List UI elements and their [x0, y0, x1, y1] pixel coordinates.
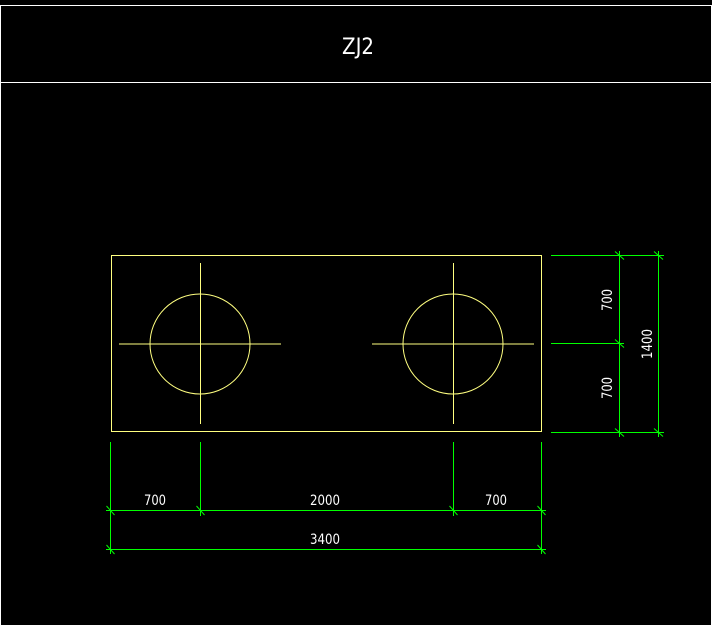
horizontal-dimensions — [106, 442, 546, 555]
pile-cap-outline — [111, 255, 542, 432]
v-tick — [614, 428, 625, 437]
v-tick — [614, 339, 625, 348]
h-tick — [106, 544, 115, 555]
v-tick — [653, 428, 664, 437]
h-dim-text-2: 2000 — [310, 493, 340, 509]
h-tick — [449, 505, 458, 516]
v-dim-text-1: 700 — [600, 289, 616, 311]
vertical-dimensions — [551, 251, 664, 437]
title-frame — [0, 5, 712, 625]
v-tick — [653, 251, 664, 260]
v-tick — [614, 251, 625, 260]
pile-right — [372, 263, 534, 424]
v-dim-text-2: 700 — [600, 377, 616, 399]
drawing-title: ZJ2 — [342, 35, 374, 60]
h-dim-text-1: 700 — [144, 493, 166, 509]
h-tick — [537, 505, 546, 516]
h-tick — [106, 505, 115, 516]
pile-left — [119, 263, 281, 424]
h-tick — [196, 505, 205, 516]
h-dim-text-total: 3400 — [310, 532, 340, 548]
h-tick — [537, 544, 546, 555]
h-dim-text-3: 700 — [485, 493, 507, 509]
v-dim-text-total: 1400 — [640, 329, 656, 359]
